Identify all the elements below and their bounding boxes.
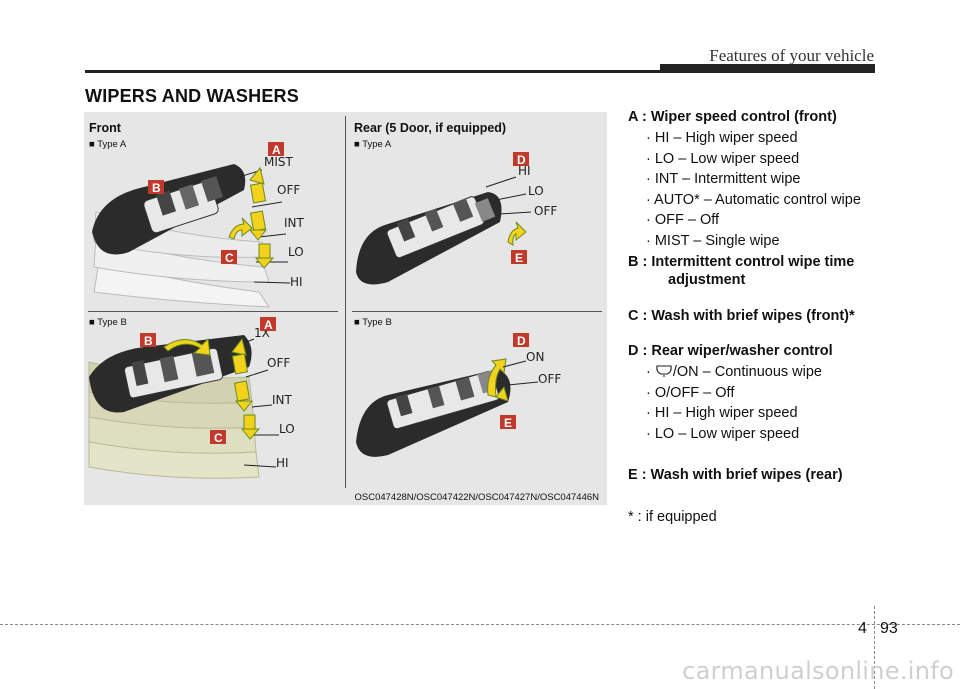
rear-b-label-on: ON [526, 350, 544, 364]
front-b-label-hi: HI [276, 456, 289, 470]
rear-a-label-hi: HI [518, 164, 531, 178]
wiper-figure: Front Rear (5 Door, if equipped) ■ Type … [84, 112, 607, 505]
rear-a-badge-e: E [515, 251, 523, 265]
running-header: Features of your vehicle [709, 46, 874, 65]
front-b-badge-b: B [144, 334, 153, 348]
rear-b-label-off: OFF [538, 372, 561, 386]
front-b-badge-a: A [264, 318, 273, 332]
legend-a-item-hi: · HI – High wiper speed [646, 130, 798, 146]
figure-caption: OSC047428N/OSC047422N/OSC047427N/OSC0474… [354, 492, 599, 503]
front-a-label-int: INT [284, 216, 305, 230]
legend-c-title: C : Wash with brief wipes (front)* [628, 308, 855, 324]
legend-d-bullet: · [646, 364, 651, 380]
front-type-a-label: ■ Type A [89, 139, 127, 150]
front-type-b-label: ■ Type B [89, 317, 127, 328]
rear-b-badge-d: D [517, 334, 526, 348]
front-a-label-hi: HI [290, 275, 303, 289]
watermark: carmanualsonline.info [682, 657, 954, 685]
legend-d-item-off: · O/OFF – Off [646, 385, 735, 401]
page-footer-divider [874, 606, 876, 689]
legend-b-title: B : Intermittent control wipe time [628, 254, 855, 270]
front-a-badge-b: B [152, 181, 161, 195]
figure-vertical-divider [345, 116, 346, 488]
front-type-a-illustration: MIST OFF INT LO HI A B C [92, 142, 305, 308]
legend-a-item-auto: · AUTO* – Automatic control wipe [646, 192, 861, 208]
legend-b-title-cont: adjustment [668, 272, 746, 288]
front-a-badge-a: A [272, 143, 281, 157]
front-b-label-int: INT [272, 393, 293, 407]
legend-a-item-off: · OFF – Off [646, 212, 720, 228]
rear-type-b-illustration: ON OFF D E [356, 333, 561, 457]
legend-a-item-mist: · MIST – Single wipe [646, 233, 780, 249]
front-b-label-lo: LO [279, 422, 295, 436]
front-b-label-off: OFF [267, 356, 290, 370]
rear-panel-title: Rear (5 Door, if equipped) [354, 121, 507, 135]
rear-type-b-label: ■ Type B [354, 317, 392, 328]
front-a-badge-c: C [225, 251, 234, 265]
front-a-label-mist: MIST [264, 155, 294, 169]
page-number: 93 [880, 620, 898, 637]
front-panel-title: Front [89, 121, 121, 135]
rear-wiper-icon [656, 365, 672, 377]
legend-d-item-lo: · LO – Low wiper speed [646, 426, 800, 442]
front-divider [88, 311, 338, 312]
legend-a-item-lo: · LO – Low wiper speed [646, 151, 800, 167]
front-a-label-lo: LO [288, 245, 304, 259]
rear-b-badge-e: E [504, 416, 512, 430]
front-a-label-off: OFF [277, 183, 300, 197]
section-title: WIPERS AND WASHERS [85, 86, 299, 106]
rear-type-a-illustration: HI LO OFF D E [356, 152, 557, 285]
rear-a-label-off: OFF [534, 204, 557, 218]
legend-a-title: A : Wiper speed control (front) [628, 109, 837, 125]
rear-divider [352, 311, 602, 312]
front-type-b-illustration: 1X OFF INT LO HI A B C [88, 317, 295, 479]
page-footer-rule [0, 624, 960, 625]
legend-a-item-int: · INT – Intermittent wipe [646, 171, 801, 187]
legend-e-title: E : Wash with brief wipes (rear) [628, 467, 843, 483]
rear-a-badge-d: D [517, 153, 526, 167]
legend-d-title: D : Rear wiper/washer control [628, 343, 833, 359]
legend-d-item-on-text: /ON – Continuous wipe [672, 364, 822, 380]
header-rule-accent [660, 64, 875, 73]
front-b-badge-c: C [214, 431, 223, 445]
header-rule [85, 70, 875, 73]
legend-d-item-hi: · HI – High wiper speed [646, 405, 798, 421]
legend-d-item-on: · /ON – Continuous wipe [646, 364, 822, 380]
footnote: * : if equipped [628, 509, 717, 525]
chapter-number: 4 [858, 620, 867, 637]
rear-type-a-label: ■ Type A [354, 139, 392, 150]
rear-a-label-lo: LO [528, 184, 544, 198]
